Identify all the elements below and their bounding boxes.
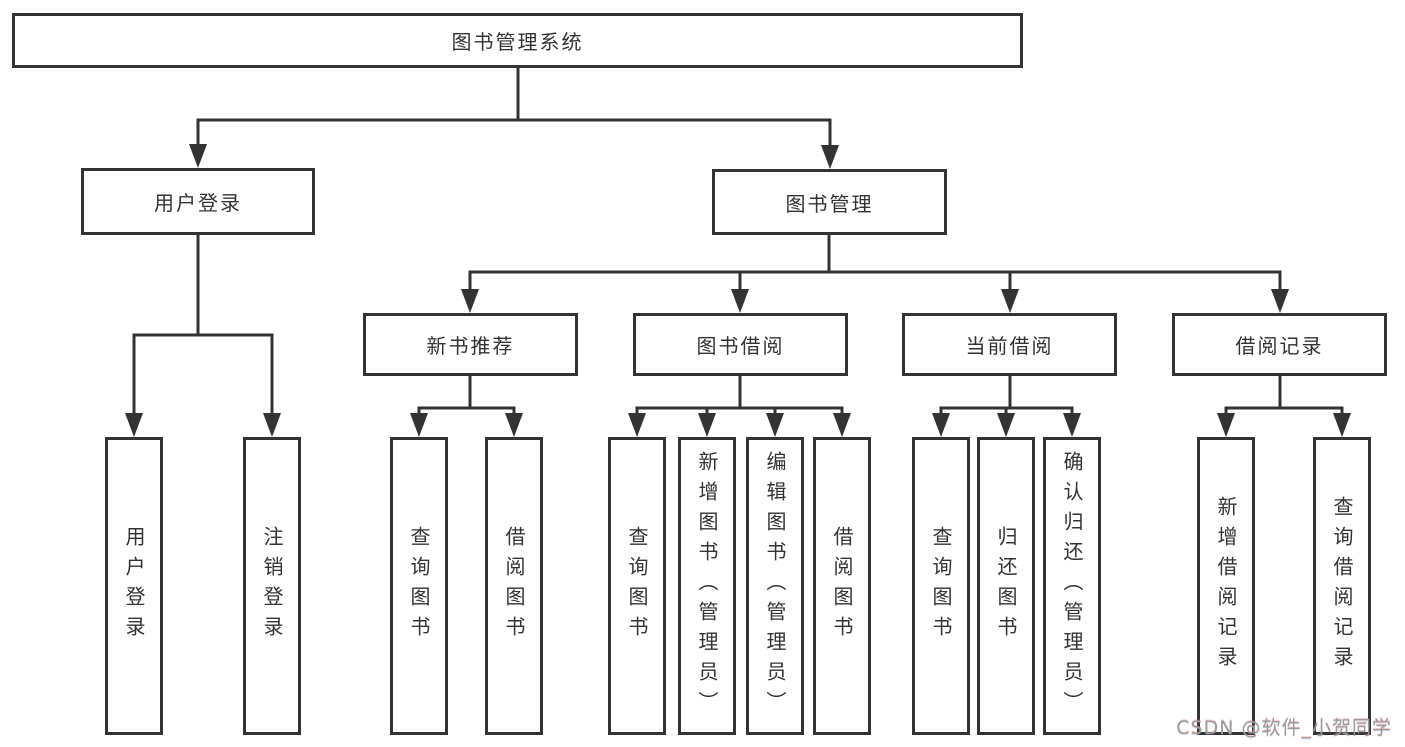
leaf-confirm-return-admin-label: 确认归还（管理员） bbox=[1060, 451, 1084, 721]
arrow-down-icon bbox=[766, 413, 784, 437]
leaf-logout: 注销登录 bbox=[243, 437, 301, 735]
leaf-add-books-admin: 新增图书（管理员） bbox=[678, 437, 736, 735]
arrow-down-icon bbox=[628, 413, 646, 437]
arrow-down-icon bbox=[698, 413, 716, 437]
node-book-management: 图书管理 bbox=[712, 169, 947, 235]
arrow-down-icon bbox=[1063, 413, 1081, 437]
arrow-down-icon bbox=[1271, 289, 1289, 313]
arrow-down-icon bbox=[505, 413, 523, 437]
leaf-borrow-books-recommend: 借阅图书 bbox=[485, 437, 543, 735]
leaf-search-books-borrow-label: 查询图书 bbox=[625, 526, 649, 646]
node-current-borrow: 当前借阅 bbox=[902, 313, 1117, 376]
leaf-search-books-current-label: 查询图书 bbox=[929, 526, 953, 646]
arrow-down-icon bbox=[410, 413, 428, 437]
arrow-down-icon bbox=[821, 145, 839, 169]
leaf-search-borrow-record-label: 查询借阅记录 bbox=[1330, 496, 1354, 676]
leaf-user-login: 用户登录 bbox=[105, 437, 163, 735]
connector-root-to-level2 bbox=[196, 66, 832, 155]
arrow-down-icon bbox=[997, 413, 1015, 437]
node-current-borrow-label: 当前借阅 bbox=[965, 334, 1054, 358]
leaf-add-books-admin-label: 新增图书（管理员） bbox=[695, 451, 719, 721]
arrow-down-icon bbox=[1333, 413, 1351, 437]
node-book-borrow: 图书借阅 bbox=[633, 313, 848, 376]
leaf-logout-label: 注销登录 bbox=[260, 526, 284, 646]
arrow-down-icon bbox=[1001, 289, 1019, 313]
connector-new-book-rec-to-leaves bbox=[417, 374, 516, 423]
connector-current-borrow-to-leaves bbox=[939, 374, 1074, 423]
node-borrow-records-label: 借阅记录 bbox=[1235, 334, 1324, 358]
leaf-search-books-recommend: 查询图书 bbox=[390, 437, 448, 735]
arrow-down-icon bbox=[1217, 413, 1235, 437]
leaf-borrow-books-recommend-label: 借阅图书 bbox=[502, 526, 526, 646]
leaf-search-borrow-record: 查询借阅记录 bbox=[1313, 437, 1371, 735]
node-root-system: 图书管理系统 bbox=[12, 13, 1023, 68]
arrow-down-icon bbox=[932, 413, 950, 437]
connector-book-borrow-to-leaves bbox=[635, 374, 844, 423]
leaf-user-login-label: 用户登录 bbox=[122, 526, 146, 646]
arrow-down-icon bbox=[189, 144, 207, 168]
leaf-edit-books-admin-label: 编辑图书（管理员） bbox=[763, 451, 787, 721]
connector-book-management-to-level3 bbox=[468, 233, 1282, 299]
arrow-down-icon bbox=[731, 289, 749, 313]
leaf-return-books-label: 归还图书 bbox=[994, 526, 1018, 646]
node-new-book-recommend: 新书推荐 bbox=[363, 313, 578, 376]
connector-borrow-records-to-leaves bbox=[1224, 374, 1344, 423]
leaf-confirm-return-admin: 确认归还（管理员） bbox=[1043, 437, 1101, 735]
node-user-login: 用户登录 bbox=[81, 168, 315, 235]
arrow-down-icon bbox=[833, 413, 851, 437]
node-book-management-label: 图书管理 bbox=[785, 191, 874, 216]
leaf-search-books-recommend-label: 查询图书 bbox=[407, 526, 431, 646]
leaf-search-books-borrow: 查询图书 bbox=[608, 437, 666, 735]
node-book-borrow-label: 图书借阅 bbox=[696, 334, 785, 358]
leaf-edit-books-admin: 编辑图书（管理员） bbox=[746, 437, 804, 735]
node-new-book-recommend-label: 新书推荐 bbox=[426, 334, 515, 358]
arrow-down-icon bbox=[125, 413, 143, 437]
arrow-down-icon bbox=[461, 289, 479, 313]
leaf-borrow-books-label: 借阅图书 bbox=[830, 526, 854, 646]
connector-user-login-to-leaves bbox=[132, 233, 274, 423]
node-borrow-records: 借阅记录 bbox=[1172, 313, 1387, 376]
node-root-system-label: 图书管理系统 bbox=[451, 30, 584, 54]
arrow-down-icon bbox=[263, 413, 281, 437]
leaf-add-borrow-record: 新增借阅记录 bbox=[1197, 437, 1255, 735]
leaf-search-books-current: 查询图书 bbox=[912, 437, 970, 735]
node-user-login-label: 用户登录 bbox=[154, 191, 242, 215]
csdn-watermark: CSDN @软件_小贺同学 bbox=[1176, 717, 1392, 739]
leaf-return-books: 归还图书 bbox=[977, 437, 1035, 735]
leaf-add-borrow-record-label: 新增借阅记录 bbox=[1214, 496, 1238, 676]
leaf-borrow-books: 借阅图书 bbox=[813, 437, 871, 735]
